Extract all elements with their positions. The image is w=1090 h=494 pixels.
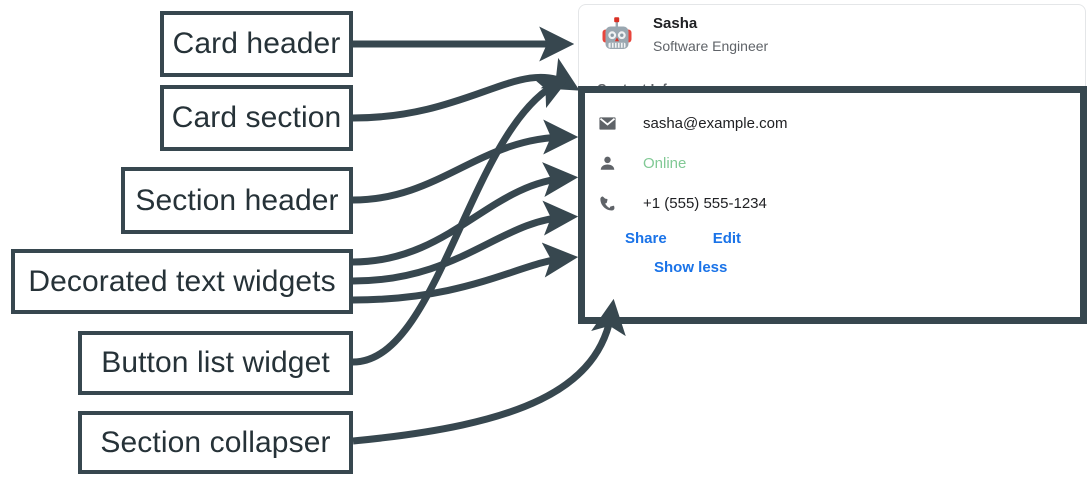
button-list-widget: Share Edit	[625, 230, 1085, 247]
mail-icon	[597, 114, 617, 134]
arrow-section-collapser	[352, 298, 626, 445]
callout-section-collapser: Section collapser	[78, 411, 353, 474]
decorated-text-widget-status: Online	[597, 150, 1085, 177]
arrow-decorated-3	[352, 242, 579, 304]
robot-avatar-icon	[597, 15, 637, 55]
card-title: Sasha	[653, 15, 698, 32]
callout-card-section: Card section	[160, 85, 353, 151]
card-section: Contact Info sasha@example.com	[579, 65, 1085, 276]
arrow-card-section	[352, 57, 580, 122]
card-subtitle: Software Engineer	[653, 38, 769, 54]
contact-card: Sasha Software Engineer Contact Info sas…	[578, 4, 1086, 324]
callout-button-list-widget: Button list widget	[78, 331, 353, 395]
decorated-text-widget-phone: +1 (555) 555-1234	[597, 190, 1085, 217]
card-header: Sasha Software Engineer	[579, 5, 1085, 65]
arrow-section-header	[352, 119, 579, 204]
email-value: sasha@example.com	[643, 115, 788, 132]
callout-decorated-text-widgets: Decorated text widgets	[11, 249, 353, 314]
section-header: Contact Info	[597, 81, 676, 96]
phone-value: +1 (555) 555-1234	[643, 195, 767, 212]
decorated-text-widget-email: sasha@example.com	[597, 110, 1085, 137]
card-header-text: Sasha Software Engineer	[653, 14, 768, 56]
person-icon	[597, 154, 617, 174]
share-button[interactable]: Share	[625, 230, 667, 247]
arrow-button-list	[352, 76, 571, 366]
arrow-decorated-2	[352, 200, 579, 285]
edit-button[interactable]: Edit	[712, 230, 742, 247]
phone-icon	[597, 194, 617, 214]
status-value: Online	[643, 155, 687, 172]
callout-card-header: Card header	[160, 11, 353, 77]
callout-section-header: Section header	[121, 167, 353, 234]
arrow-decorated-1	[352, 162, 579, 266]
section-collapser-button[interactable]: Show less	[654, 259, 728, 276]
